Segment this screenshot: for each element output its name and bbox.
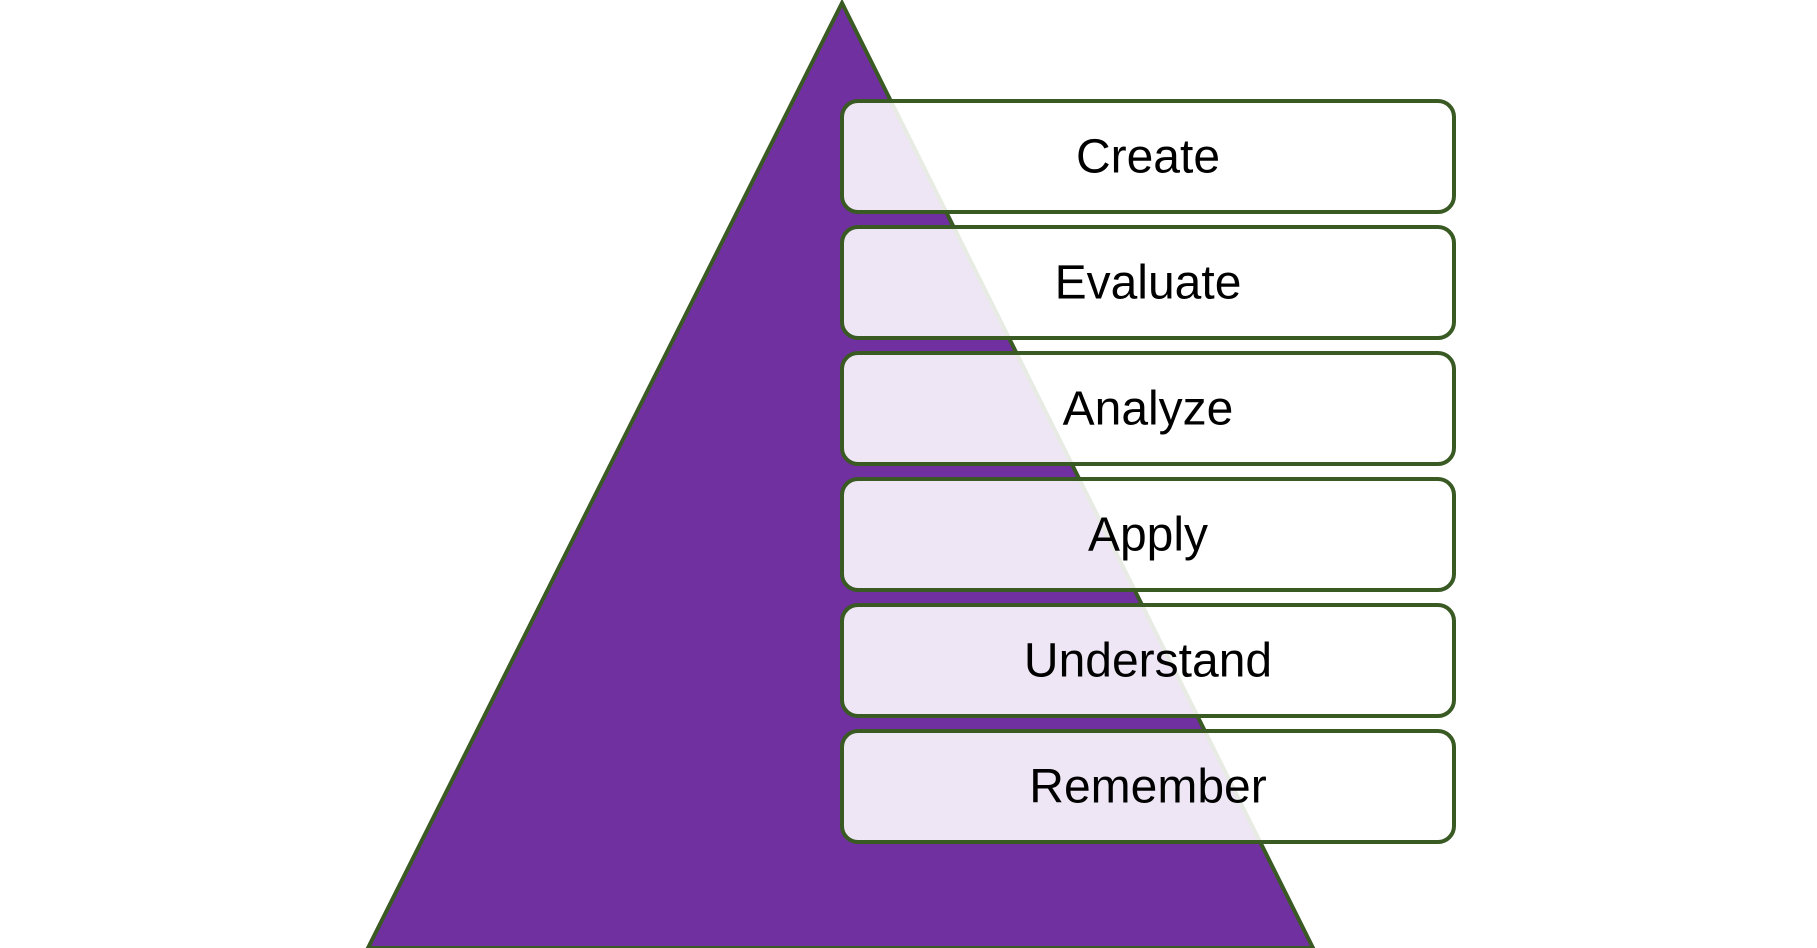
level-analyze: Analyze [840,351,1456,466]
level-understand: Understand [840,603,1456,718]
level-label: Create [1076,131,1220,184]
level-label: Evaluate [1055,257,1242,310]
level-label: Remember [1029,761,1266,814]
level-label: Apply [1088,509,1208,562]
level-label: Understand [1024,635,1272,688]
level-box [840,603,1456,718]
level-remember: Remember [840,729,1456,844]
pyramid-levels: Create Evaluate Analyze Apply Understand… [840,99,1456,844]
level-evaluate: Evaluate [840,225,1456,340]
level-box [840,477,1456,592]
level-box [840,99,1456,214]
level-apply: Apply [840,477,1456,592]
level-box [840,351,1456,466]
level-label: Analyze [1063,383,1234,436]
level-create: Create [840,99,1456,214]
level-box [840,729,1456,844]
level-box [840,225,1456,340]
